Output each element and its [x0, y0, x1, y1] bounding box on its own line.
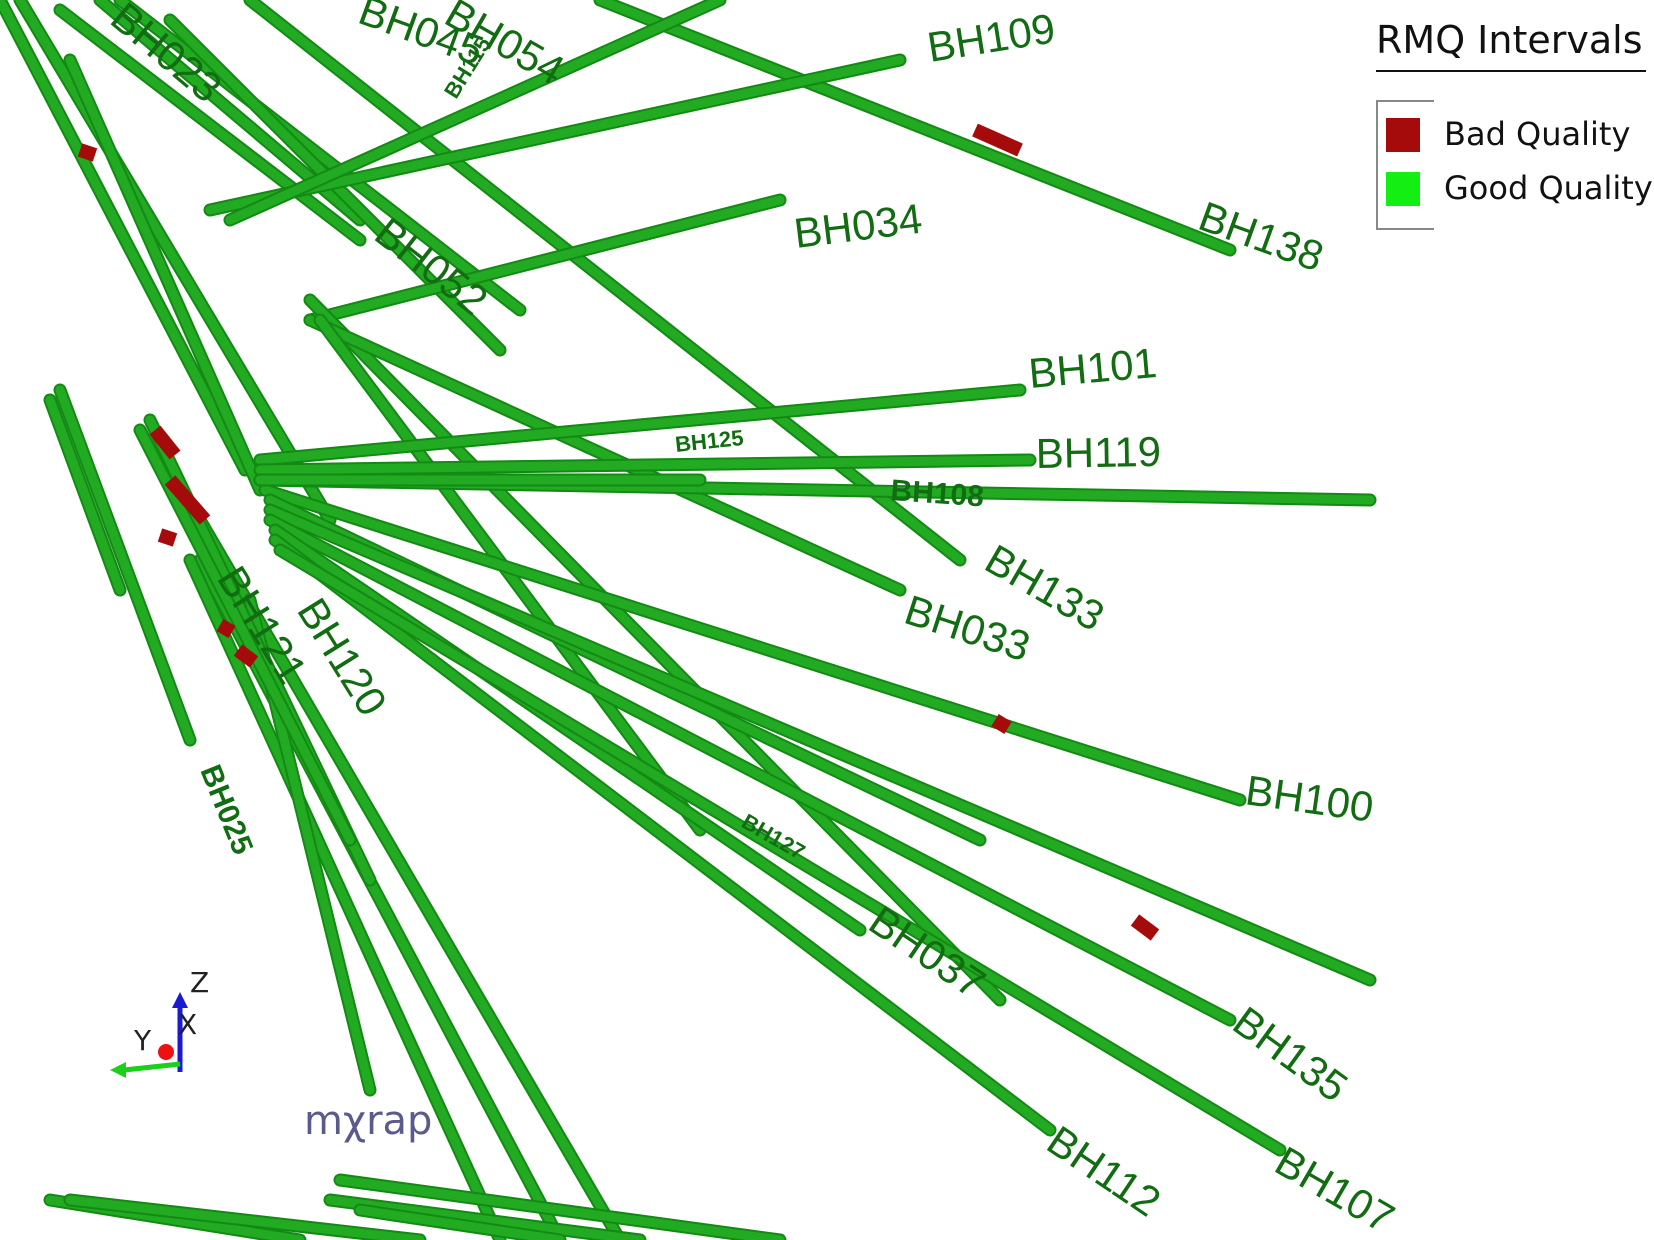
label-bh112: BH112 [1039, 1116, 1169, 1225]
bad-quality-interval[interactable] [233, 644, 259, 668]
label-bh109: BH109 [924, 4, 1058, 71]
borehole-tube[interactable] [65, 55, 265, 495]
legend-title: RMQ Intervals [1376, 18, 1643, 62]
borehole-tube[interactable] [595, 0, 1235, 255]
bad-quality-swatch [1386, 118, 1420, 152]
bad-quality-interval[interactable] [972, 123, 1023, 157]
borehole-tube[interactable] [260, 485, 1245, 805]
legend-bracket [1376, 100, 1434, 230]
label-bh025: BH025 [194, 760, 260, 859]
bad-quality-interval[interactable] [157, 528, 178, 547]
bad-quality-interval[interactable] [991, 714, 1012, 734]
legend: RMQ Intervals Bad Quality Good Quality [1372, 10, 1654, 230]
borehole-tube[interactable] [55, 385, 195, 745]
y-axis-label: Y [133, 1024, 152, 1057]
borehole-tube[interactable] [315, 315, 705, 835]
label-bh101: BH101 [1027, 339, 1159, 397]
label-bh033: BH033 [899, 586, 1036, 670]
x-axis-dot-icon [158, 1044, 174, 1060]
borehole-tube[interactable] [255, 385, 1025, 465]
label-bh138: BH138 [1193, 192, 1330, 280]
borehole-tube[interactable] [135, 425, 355, 845]
borehole-tube[interactable] [275, 545, 1285, 1155]
bad-quality-interval[interactable] [1130, 914, 1160, 941]
borehole-tube[interactable] [185, 555, 505, 1240]
borehole-tube[interactable] [305, 295, 1005, 1005]
borehole-tube[interactable] [255, 455, 1035, 475]
bad-quality-interval[interactable] [216, 618, 236, 639]
borehole-tube[interactable] [115, 0, 525, 315]
legend-label-bad: Bad Quality [1444, 115, 1631, 153]
good-quality-swatch [1386, 172, 1420, 206]
label-bh107: BH107 [1268, 1137, 1403, 1240]
borehole-tubes [0, 0, 1377, 1240]
borehole-tube[interactable] [65, 1195, 425, 1240]
borehole-tube[interactable] [0, 0, 250, 475]
borehole-tube[interactable] [335, 1175, 785, 1240]
label-bh037: BH037 [861, 896, 994, 1007]
label-bh125: BH125 [674, 425, 745, 457]
borehole-tube[interactable] [195, 515, 625, 1240]
bad-quality-interval[interactable] [77, 143, 98, 162]
bad-quality-segments [77, 123, 1160, 941]
borehole-tube[interactable] [205, 55, 905, 215]
borehole-tube[interactable] [45, 395, 125, 595]
borehole-tube[interactable] [15, 0, 335, 525]
borehole-tube[interactable] [325, 1195, 645, 1240]
borehole-tube[interactable] [265, 505, 1375, 985]
label-bh135: BH135 [1225, 997, 1357, 1111]
y-axis-line [123, 1061, 181, 1073]
bad-quality-interval[interactable] [164, 475, 211, 525]
z-axis-label: Z [190, 966, 209, 999]
borehole-tube[interactable] [270, 535, 1055, 1135]
y-axis-arrow-icon [110, 1062, 126, 1078]
label-bh034: BH034 [791, 195, 924, 257]
borehole-tube[interactable] [305, 195, 785, 325]
label-bh108: BH108 [890, 474, 985, 513]
label-bh119: BH119 [1035, 428, 1161, 477]
borehole-tube[interactable] [55, 5, 365, 245]
legend-label-good: Good Quality [1444, 169, 1653, 207]
mxrap-logo: mχrap [304, 1098, 433, 1144]
bad-quality-interval[interactable] [149, 425, 181, 460]
legend-divider [1376, 70, 1646, 72]
borehole-tube[interactable] [305, 315, 905, 595]
x-axis-label: X [178, 1008, 197, 1041]
borehole-tube[interactable] [355, 1205, 565, 1240]
borehole-tube[interactable] [265, 515, 1235, 1025]
label-bh100: BH100 [1243, 766, 1377, 830]
axis-triad: Z X Y [110, 966, 209, 1078]
z-axis-arrow-icon [172, 992, 188, 1008]
borehole-tube[interactable] [225, 0, 725, 225]
